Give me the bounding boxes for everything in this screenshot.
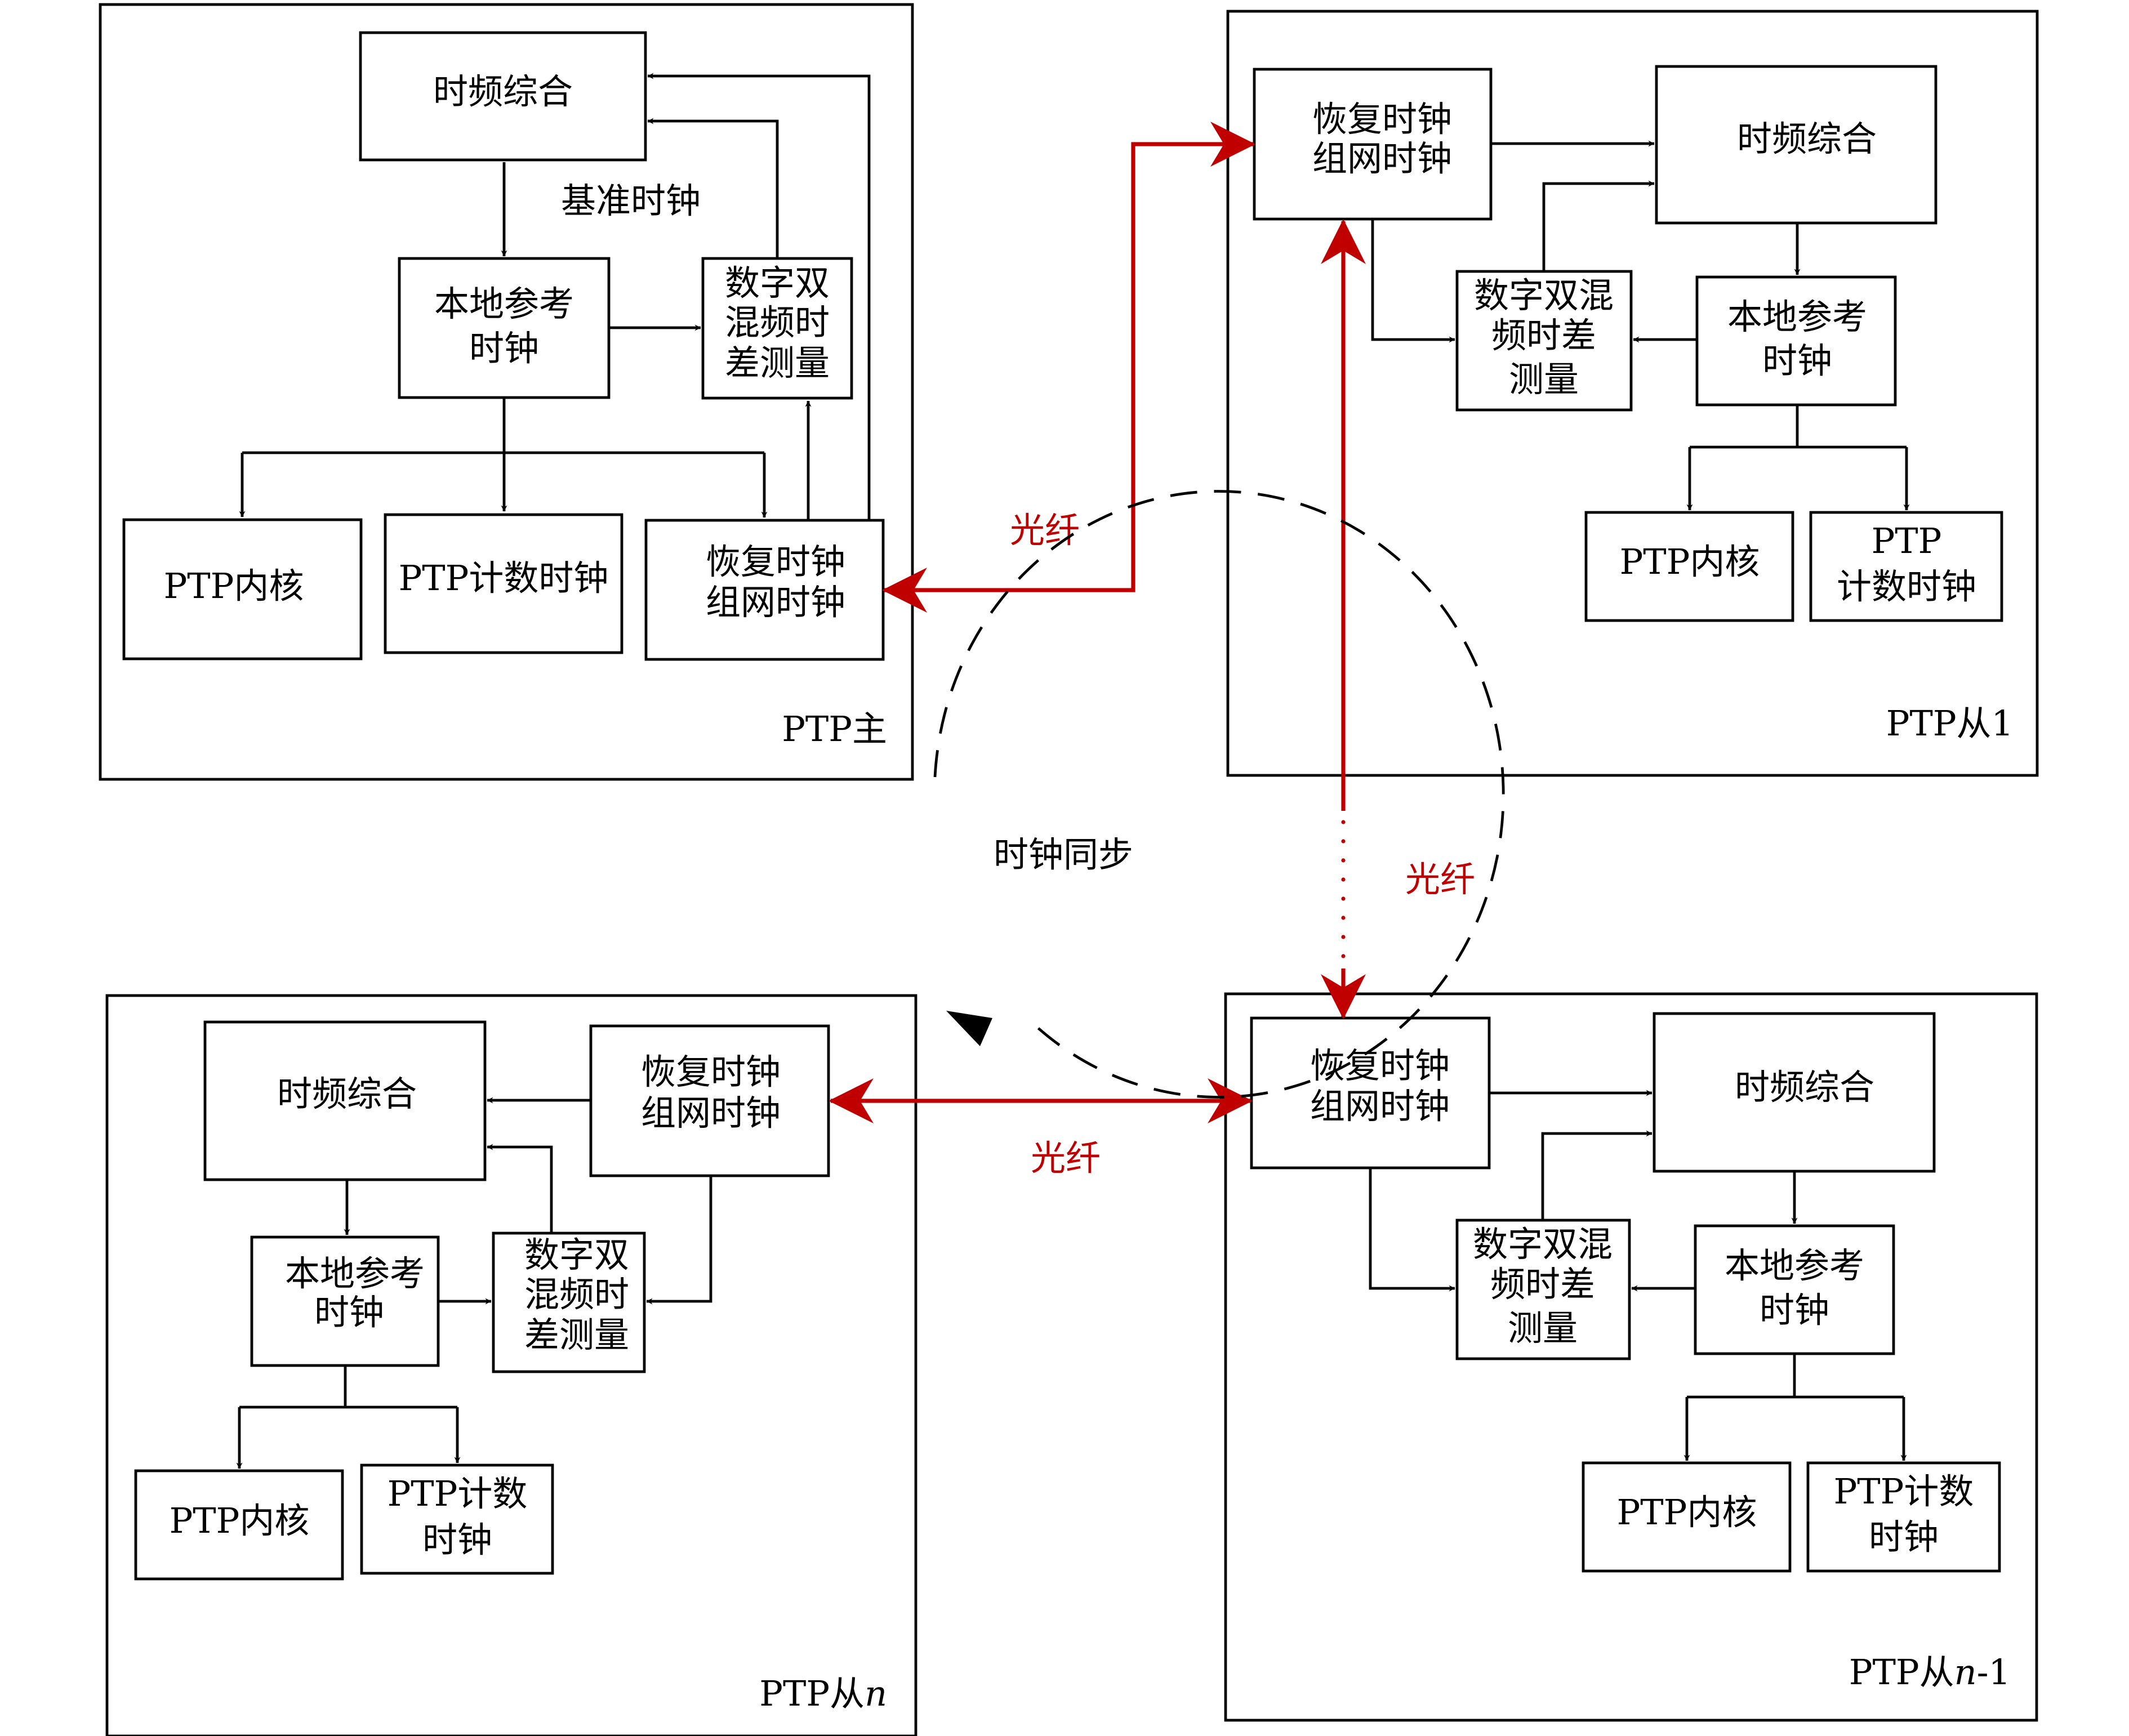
- clock-sync-cycle: 时钟同步: [933, 490, 1505, 1099]
- master-dmtd-to-tfs-arrow: [647, 118, 779, 258]
- slaven-dmtd-to-tfs-arrow: [487, 1144, 553, 1233]
- slave1-recovery-label-1: 恢复时钟: [1312, 99, 1452, 140]
- slave1-ptp-count-label-1: PTP: [1872, 520, 1942, 561]
- slaven-ptp-count-label-1: PTP计数: [388, 1473, 528, 1514]
- master-local-ref-box: [398, 257, 611, 399]
- slave1-recovery-label-2: 组网时钟: [1312, 138, 1452, 179]
- slaven1-ptp-core-label: PTP内核: [1617, 1492, 1757, 1533]
- slaven1-recovery-to-dmtd-arrow: [1369, 1168, 1455, 1292]
- master-ptp-count-label: PTP计数时钟: [399, 557, 609, 599]
- slaven-tfs-box: [203, 1020, 487, 1181]
- master-tfs-box: [359, 31, 647, 162]
- fiber-label-master-slave1: 光纤: [1010, 510, 1080, 551]
- slaven1-node-var: n: [1954, 1652, 1977, 1693]
- slaven-ptp-core-box: [134, 1469, 344, 1581]
- slave1-recovery-to-dmtd-arrow: [1371, 219, 1455, 343]
- slaven1-dmtd-box: [1455, 1219, 1631, 1360]
- slaven1-ptp-count-box: [1806, 1461, 2001, 1573]
- slaven-dmtd-label-2: 混频时: [524, 1274, 629, 1315]
- slaven1-node-prefix: PTP从: [1849, 1652, 1954, 1693]
- slaven-local-ref-label-1: 本地参考: [285, 1253, 425, 1294]
- slaven-dmtd-box: [492, 1231, 646, 1373]
- slaven1-tfs-label: 时频综合: [1735, 1066, 1874, 1108]
- slaven1-recovery-label-2: 组网时钟: [1310, 1086, 1450, 1127]
- master-recovery-box: [644, 519, 885, 661]
- slaven-ptp-count-box: [360, 1463, 554, 1575]
- slave1-dmtd-to-tfs-arrow: [1542, 180, 1655, 271]
- master-local-ref-label-2: 时钟: [469, 328, 539, 369]
- slaven-node-label: PTP从n: [759, 1673, 887, 1714]
- slaven1-tfs-box: [1653, 1012, 1936, 1173]
- slave1-dmtd-label-1: 数字双混: [1474, 275, 1614, 316]
- slave1-dmtd-label-3: 测量: [1509, 359, 1579, 400]
- slaven-ptp-core-label: PTP内核: [170, 1500, 310, 1541]
- master-panel: 时频综合 本地参考 时钟 数字双 混频时 差测量 基准时钟 PTP内核 PTP计…: [99, 3, 914, 781]
- slaven1-recovery-label-1: 恢复时钟: [1310, 1045, 1450, 1086]
- slave1-ptp-count-box: [1809, 511, 2003, 622]
- slaven1-panel: 恢复时钟 组网时钟 时频综合 数字双混 频时差 测量 本地参考 时钟 PTP内核…: [1224, 992, 2038, 1722]
- slaven1-ptp-count-label-1: PTP计数: [1834, 1471, 1974, 1512]
- slaven-panel: 时频综合 恢复时钟 组网时钟 本地参考 时钟 数字双 混频时 差测量 PTP内核…: [105, 994, 917, 1736]
- slaven1-dmtd-label-1: 数字双混: [1473, 1224, 1613, 1265]
- slaven1-local-ref-label-1: 本地参考: [1725, 1245, 1864, 1286]
- slave1-node-label: PTP从1: [1886, 703, 2014, 744]
- master-node-label: PTP主: [782, 708, 887, 749]
- slaven1-dmtd-to-tfs-arrow: [1541, 1130, 1653, 1220]
- master-tfs-label: 时频综合: [433, 71, 573, 112]
- clock-sync-label: 时钟同步: [994, 834, 1133, 875]
- master-recovery-to-tfs-arrow: [647, 73, 871, 520]
- slaven-frame: [105, 994, 917, 1736]
- fiber-links: 光纤 光纤 光纤: [829, 122, 1475, 1179]
- master-recovery-label-2: 组网时钟: [706, 582, 845, 623]
- slave1-tfs-label: 时频综合: [1737, 118, 1877, 159]
- slaven-dmtd-label-1: 数字双: [524, 1234, 629, 1275]
- slaven-ptp-count-label-2: 时钟: [422, 1519, 492, 1560]
- master-dmtd-label-2: 混频时: [725, 302, 830, 343]
- slaven1-local-ref-label-2: 时钟: [1760, 1289, 1829, 1331]
- slave1-ptp-core-box: [1584, 511, 1794, 622]
- slaven-tfs-label: 时频综合: [277, 1073, 417, 1114]
- slaven1-dmtd-label-3: 测量: [1508, 1307, 1578, 1349]
- slaven-local-ref-box: [250, 1235, 440, 1367]
- clock-sync-dashed-arc: [933, 490, 1505, 1099]
- master-recovery-label-1: 恢复时钟: [706, 541, 845, 582]
- slave1-local-ref-label-2: 时钟: [1762, 340, 1832, 381]
- slaven-dmtd-label-3: 差测量: [524, 1314, 629, 1355]
- slave1-tfs-box: [1655, 65, 1938, 225]
- master-ptp-core-label: PTP内核: [164, 565, 304, 606]
- slave1-dmtd-box: [1455, 270, 1633, 412]
- master-dmtd-label-3: 差测量: [725, 342, 830, 383]
- clock-sync-arrowhead: [946, 1011, 992, 1046]
- slave1-ptp-count-label-2: 计数时钟: [1837, 566, 1976, 607]
- slaven1-node-label: PTP从n-1: [1849, 1652, 2011, 1693]
- master-ref-clock-label: 基准时钟: [561, 180, 701, 221]
- slaven-recovery-box: [589, 1024, 830, 1177]
- master-ptp-count-box: [384, 513, 623, 654]
- master-ptp-core-box: [122, 518, 363, 661]
- slaven-node-prefix: PTP从: [759, 1673, 865, 1714]
- master-local-ref-label-1: 本地参考: [434, 283, 574, 324]
- slaven-local-ref-label-2: 时钟: [314, 1292, 384, 1333]
- fiber-master-slave1: [882, 122, 1255, 613]
- slaven1-ptp-count-label-2: 时钟: [1869, 1516, 1939, 1558]
- slaven-node-var: n: [865, 1673, 887, 1714]
- slave1-panel: 恢复时钟 组网时钟 时频综合 数字双混 频时差 测量 本地参考 时钟 PTP内核…: [1226, 10, 2039, 777]
- master-dmtd-label-1: 数字双: [725, 262, 830, 304]
- slave1-local-ref-label-1: 本地参考: [1727, 296, 1867, 337]
- slave1-dmtd-label-2: 频时差: [1491, 315, 1596, 356]
- slaven-recovery-label-1: 恢复时钟: [641, 1051, 781, 1092]
- slaven1-dmtd-label-2: 频时差: [1490, 1264, 1595, 1305]
- fiber-label-slaven-slaven1: 光纤: [1031, 1137, 1101, 1179]
- slaven-recovery-to-dmtd-arrow: [646, 1176, 712, 1305]
- slave1-ptp-core-label: PTP内核: [1620, 541, 1760, 582]
- slaven1-frame: [1224, 992, 2038, 1722]
- slaven1-ptp-core-box: [1582, 1461, 1792, 1573]
- slaven1-node-suffix: -1: [1977, 1652, 2011, 1693]
- slaven-recovery-label-2: 组网时钟: [641, 1092, 781, 1133]
- slave1-local-ref-box: [1695, 275, 1897, 407]
- fiber-label-slave1-slaven1: 光纤: [1405, 859, 1475, 900]
